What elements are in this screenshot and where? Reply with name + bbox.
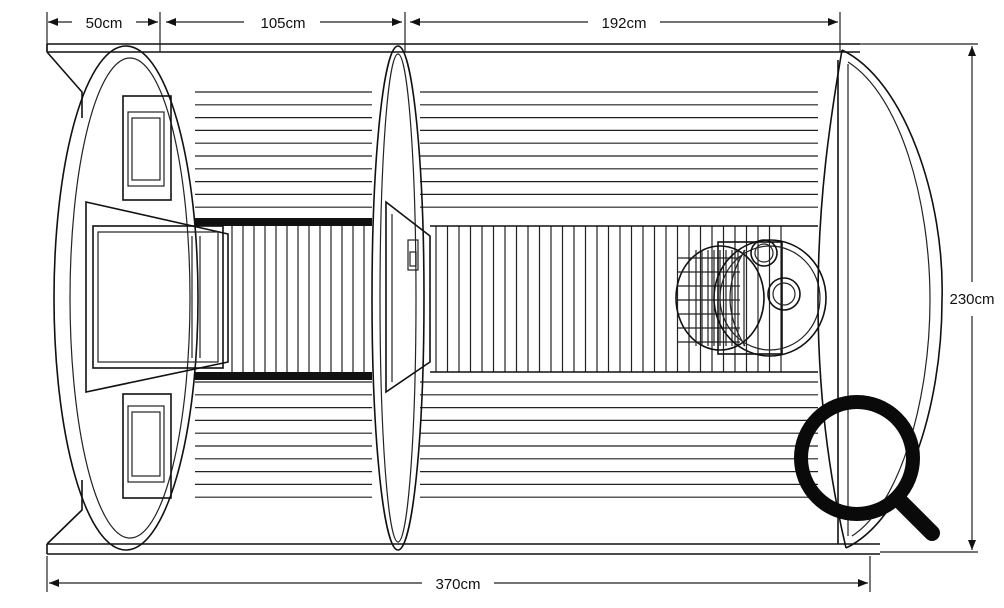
dim-label-top-left: 50cm [86,15,123,32]
dim-top-left-line [48,18,158,26]
dim-top-right-line [410,18,838,26]
dim-label-top-middle: 105cm [260,15,305,32]
interior-door [385,200,431,394]
window-lower-left [122,393,172,499]
entrance-door [85,200,229,393]
dim-right-height-line [860,43,978,553]
left-end-wall [53,45,229,551]
sauna-heater [675,239,827,357]
right-end-wall [817,49,943,549]
floor-boards [231,225,818,373]
dim-top-middle-line [166,18,402,26]
window-upper-left [122,95,172,201]
dim-bottom-total-line [46,556,871,592]
barrel-body [46,43,880,555]
dim-label-right-height: 230cm [949,291,994,308]
magnifier-icon[interactable] [794,395,940,541]
dim-label-bottom-total: 370cm [435,576,480,593]
bench-slats [195,91,818,498]
dim-label-top-right: 192cm [601,15,646,32]
dimension-lines [46,12,978,592]
partition-wall [371,45,431,551]
